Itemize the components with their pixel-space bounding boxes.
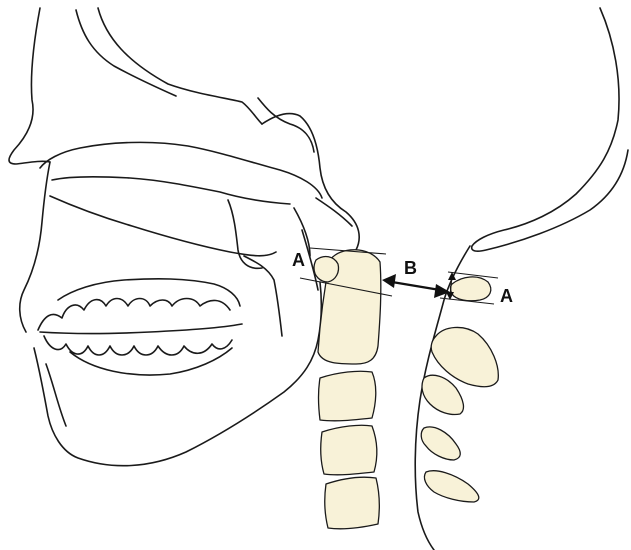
frontal-line xyxy=(76,10,176,96)
lower-teeth xyxy=(44,336,232,355)
label-a-left: A xyxy=(292,250,305,270)
right-small-bone xyxy=(451,277,491,301)
arrowhead-b-left xyxy=(382,274,396,288)
orbit-contour xyxy=(262,114,359,250)
sinus-posterior xyxy=(228,200,262,268)
nasal-inner xyxy=(98,8,262,124)
nasal-profile xyxy=(9,8,50,164)
maxilla-front xyxy=(20,162,50,332)
atlas-arch xyxy=(314,257,339,282)
vertebra-c5 xyxy=(325,477,380,529)
posterior-bones xyxy=(421,277,498,502)
occlusal-plane xyxy=(40,324,242,334)
palate-line xyxy=(50,196,276,256)
nasal-floor xyxy=(52,177,290,204)
vertebra-c4 xyxy=(321,425,377,475)
upper-alveolar xyxy=(58,279,240,306)
label-a-right: A xyxy=(500,286,513,306)
lower-alveolar xyxy=(70,348,232,375)
spinous-process-2 xyxy=(422,375,463,414)
label-b: B xyxy=(404,258,417,278)
vertebra-c3 xyxy=(319,371,376,421)
spinous-process-3 xyxy=(421,427,460,460)
posterior-outline xyxy=(415,8,628,550)
arrowhead-b-right xyxy=(434,284,450,298)
sinus-upper xyxy=(40,142,322,198)
measure-arrow-b xyxy=(392,282,440,290)
orbit-floor xyxy=(258,98,314,152)
spinous-process-4 xyxy=(424,471,478,502)
chin-inner xyxy=(46,364,66,426)
upper-teeth xyxy=(38,299,230,331)
coronoid xyxy=(244,256,282,336)
skull-outline xyxy=(9,8,359,466)
occiput-outline xyxy=(472,8,628,251)
